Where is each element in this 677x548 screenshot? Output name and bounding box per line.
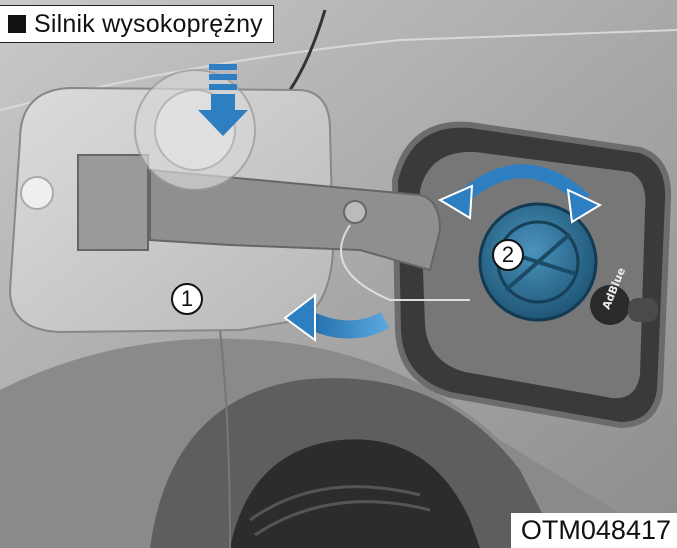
bullet-square-icon xyxy=(8,15,26,33)
engine-type-title: Silnik wysokoprężny xyxy=(34,9,263,38)
door-hinge xyxy=(149,168,442,272)
door-button xyxy=(20,176,54,210)
tire xyxy=(230,439,480,548)
insert-arrow-icon xyxy=(198,64,248,136)
rotate-cap-arrow-icon xyxy=(437,164,603,224)
adblue-cap xyxy=(590,285,630,325)
open-door-arrow-icon xyxy=(283,292,390,342)
callout-fuel-cap: 2 xyxy=(492,239,524,271)
callout-fuel-door: 1 xyxy=(171,283,203,315)
door-latch xyxy=(77,154,149,251)
engine-type-label: Silnik wysokoprężny xyxy=(0,5,274,43)
image-code: OTM048417 xyxy=(510,513,677,548)
